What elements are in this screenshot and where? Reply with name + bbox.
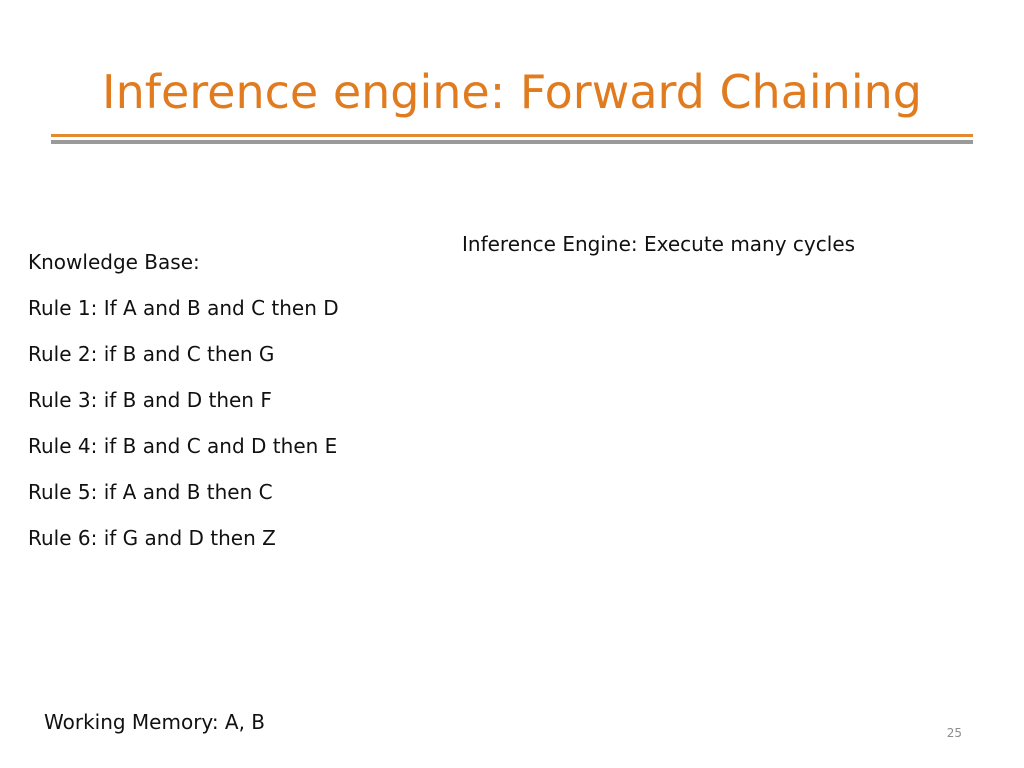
working-memory-text: Working Memory: A, B bbox=[44, 710, 266, 734]
rule-item: Rule 6: if G and D then Z bbox=[28, 526, 276, 550]
slide-title: Inference engine: Forward Chaining bbox=[102, 65, 922, 119]
inference-engine-text: Inference Engine: Execute many cycles bbox=[462, 232, 856, 256]
rule-item: Rule 2: if B and C then G bbox=[28, 342, 275, 366]
title-underline-orange bbox=[51, 134, 973, 137]
knowledge-base-heading: Knowledge Base: bbox=[28, 250, 200, 274]
rule-item: Rule 1: If A and B and C then D bbox=[28, 296, 339, 320]
knowledge-base: Knowledge Base: Rule 1: If A and B and C… bbox=[28, 248, 339, 570]
rule-item: Rule 4: if B and C and D then E bbox=[28, 434, 338, 458]
rule-item: Rule 3: if B and D then F bbox=[28, 388, 272, 412]
title-underline-gray bbox=[51, 140, 973, 144]
page-number: 25 bbox=[946, 726, 962, 740]
rule-item: Rule 5: if A and B then C bbox=[28, 480, 273, 504]
